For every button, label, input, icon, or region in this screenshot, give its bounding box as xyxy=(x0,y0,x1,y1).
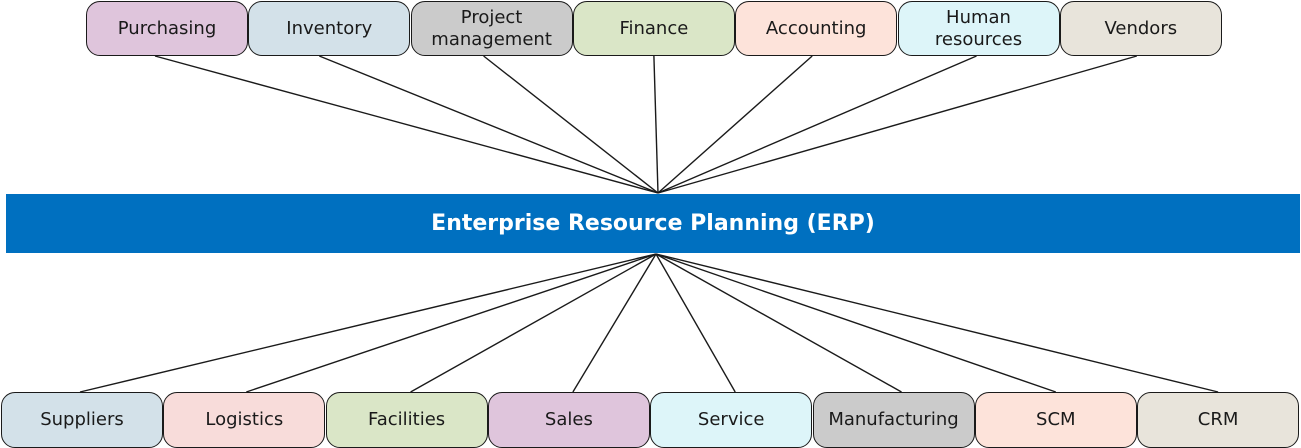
module-finance: Finance xyxy=(572,1,735,56)
connector-line xyxy=(319,55,659,194)
connector-line xyxy=(655,253,1219,393)
connector-line xyxy=(572,253,657,393)
module-manufacturing: Manufacturing xyxy=(812,392,975,448)
module-purchasing: Purchasing xyxy=(86,1,248,56)
module-label: Sales xyxy=(544,409,593,430)
module-label: Project management xyxy=(431,6,552,50)
connector-line xyxy=(657,55,977,194)
connector-line xyxy=(655,253,736,393)
module-crm: CRM xyxy=(1137,392,1300,448)
erp-hub-bar: Enterprise Resource Planning (ERP) xyxy=(6,194,1300,253)
module-label: Logistics xyxy=(205,409,284,430)
module-label: Manufacturing xyxy=(828,409,959,430)
module-label: Human resources xyxy=(934,6,1023,50)
module-label: Finance xyxy=(619,17,689,39)
module-service: Service xyxy=(650,392,813,448)
module-label: SCM xyxy=(1036,409,1076,430)
module-logistics: Logistics xyxy=(163,392,326,448)
connector-line xyxy=(657,55,813,194)
connector-line xyxy=(655,253,902,393)
module-facilities: Facilities xyxy=(325,392,488,448)
module-accounting: Accounting xyxy=(735,1,898,56)
module-human-resources: Human resources xyxy=(897,1,1060,56)
connector-line xyxy=(655,253,1057,393)
module-label: Vendors xyxy=(1104,17,1178,39)
connector-line xyxy=(246,253,657,393)
module-label: Accounting xyxy=(765,17,867,39)
connector-line xyxy=(653,55,659,194)
module-label: Inventory xyxy=(286,17,373,39)
erp-hub-label: Enterprise Resource Planning (ERP) xyxy=(431,211,875,236)
module-inventory: Inventory xyxy=(248,1,411,56)
module-sales: Sales xyxy=(487,392,650,448)
module-scm: SCM xyxy=(974,392,1137,448)
module-label: Suppliers xyxy=(40,409,124,430)
connector-line xyxy=(79,253,657,393)
connector-line xyxy=(657,55,1137,194)
module-project-management: Project management xyxy=(410,1,573,56)
module-label: Service xyxy=(697,409,765,430)
connector-line xyxy=(483,55,659,194)
module-label: Facilities xyxy=(368,409,446,430)
module-label: CRM xyxy=(1197,409,1239,430)
module-suppliers: Suppliers xyxy=(1,392,163,448)
connector-line xyxy=(410,253,657,393)
module-vendors: Vendors xyxy=(1059,1,1222,56)
connector-line xyxy=(154,55,659,194)
module-label: Purchasing xyxy=(117,17,217,39)
